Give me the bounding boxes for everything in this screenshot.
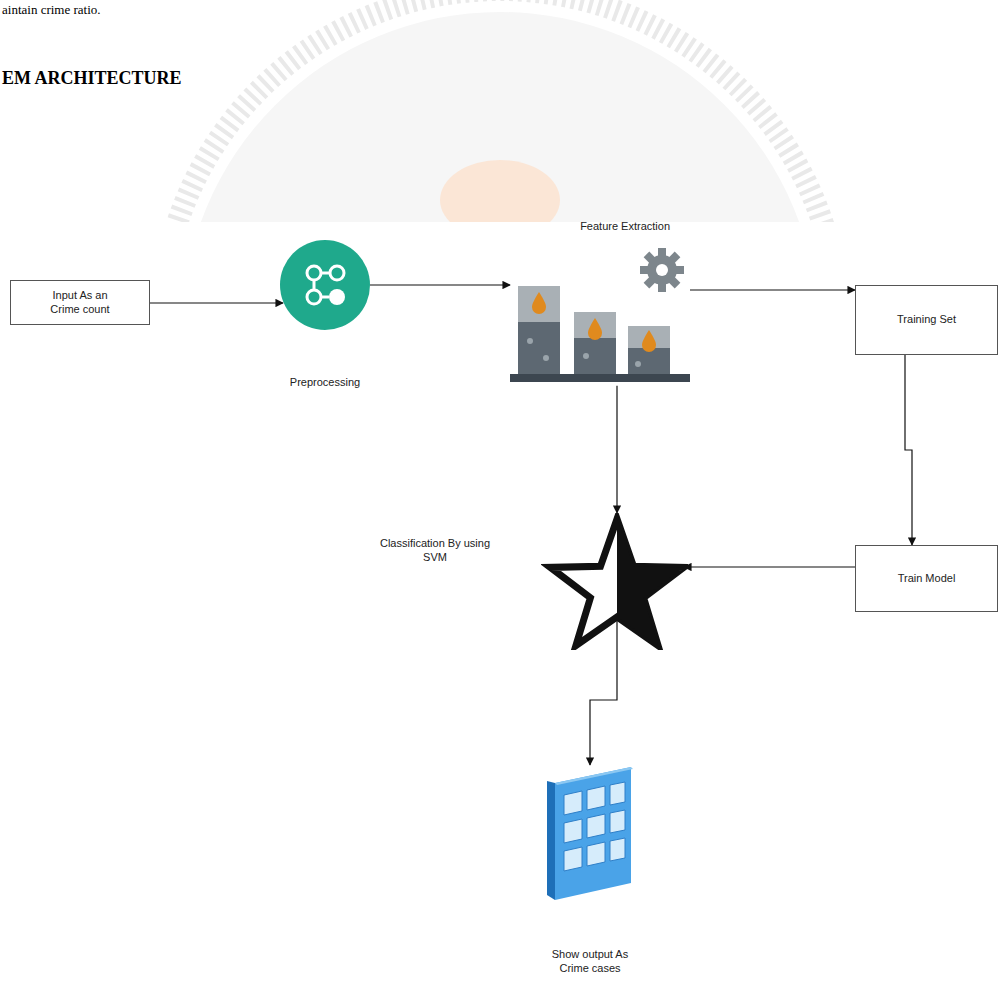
flow-arrow: [370, 284, 510, 285]
svm-classifier-icon: [541, 513, 688, 650]
node-label: Training Set: [897, 313, 956, 327]
flow-arrow: [590, 619, 617, 765]
input-box: Input As an Crime count: [10, 280, 150, 325]
flow-arrow: [690, 289, 855, 290]
node-label: Input As an Crime count: [40, 289, 120, 317]
train-model-box: Train Model: [855, 545, 998, 612]
output-icon: Show output As Crime cases: [547, 765, 633, 976]
section-heading: EM ARCHITECTURE: [2, 68, 182, 89]
node-label: Train Model: [898, 572, 956, 586]
node-label: Preprocessing: [290, 376, 360, 390]
flow-arrow: [150, 302, 283, 303]
node-label: Show output As Crime cases: [550, 948, 630, 976]
page-text: aintain crime ratio.: [2, 2, 101, 18]
feature-extraction-icon: [510, 246, 690, 386]
preprocessing-icon: Preprocessing: [280, 240, 370, 390]
svm-classifier-icon: Classification By using SVM: [370, 513, 688, 650]
flow-arrow: [905, 355, 912, 545]
training-set-box: Training Set: [855, 285, 998, 355]
output-icon: [547, 765, 633, 900]
node-label: Feature Extraction: [580, 220, 670, 234]
flow-arrow: [616, 386, 617, 513]
preprocessing-icon: [280, 240, 370, 330]
flow-arrow: [684, 566, 855, 567]
node-label: Classification By using SVM: [370, 537, 500, 565]
feature-extraction-icon: Feature Extraction: [510, 220, 690, 386]
